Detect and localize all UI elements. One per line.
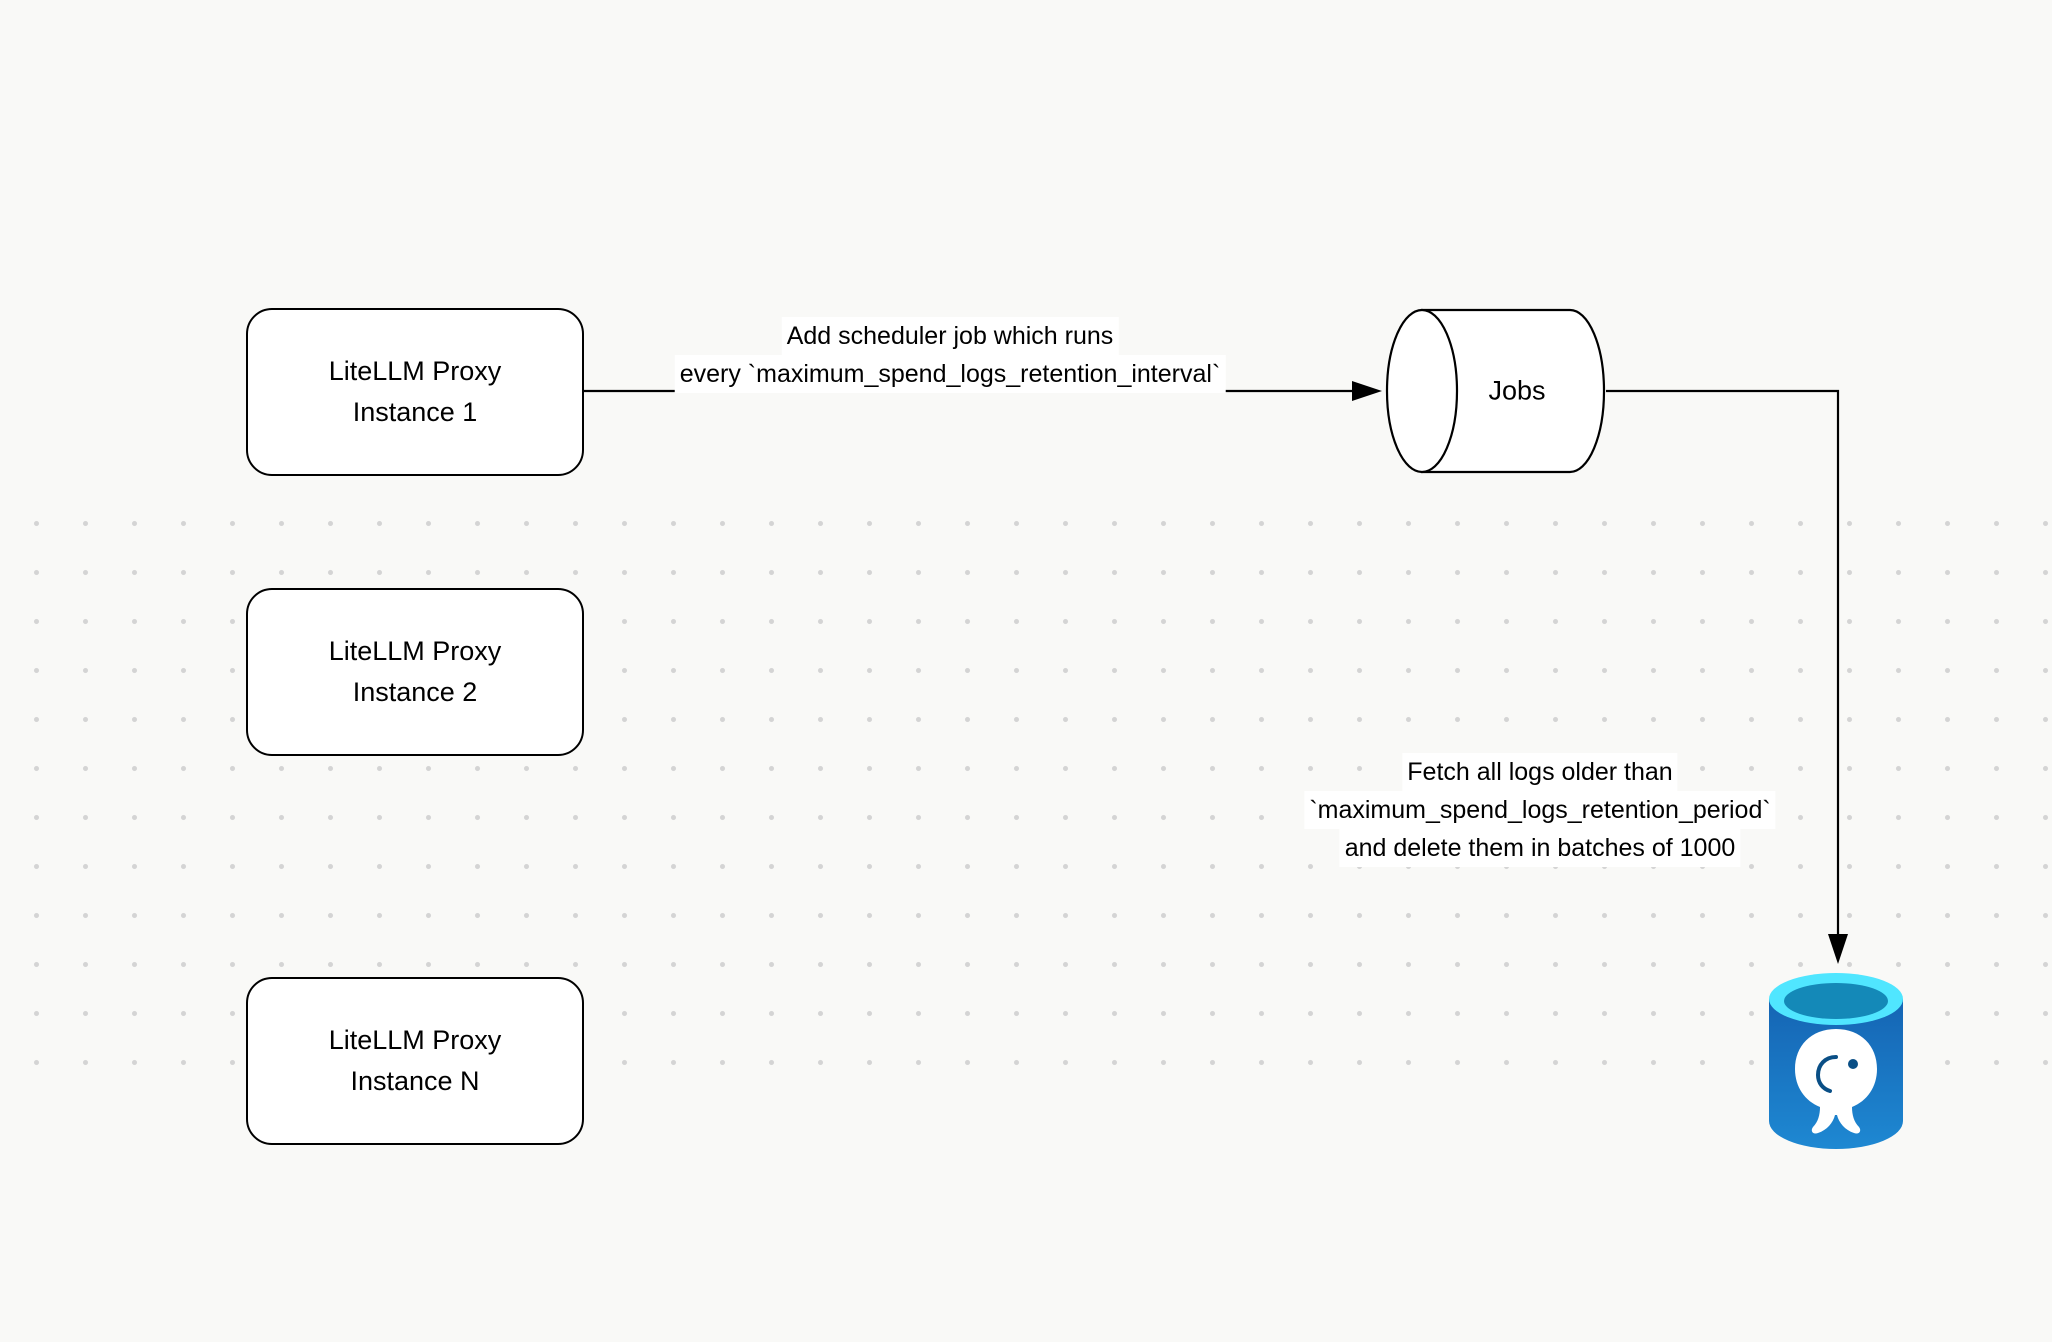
edge-label-line: and delete them in batches of 1000: [1339, 829, 1741, 867]
edge-label-line: every `maximum_spend_logs_retention_inte…: [674, 355, 1226, 393]
elephant-eye: [1848, 1059, 1858, 1069]
edge-label-scheduler: Add scheduler job which runs every `maxi…: [674, 317, 1226, 393]
edge-label-cleanup: Fetch all logs older than `maximum_spend…: [1304, 753, 1776, 867]
node-jobs: Jobs: [1384, 308, 1606, 474]
edge-label-line: Add scheduler job which runs: [781, 317, 1119, 355]
database-cylinder-opening: [1784, 983, 1888, 1019]
node-litellm-proxy-instance-n: LiteLLM Proxy Instance N: [246, 977, 584, 1145]
edge-label-line: `maximum_spend_logs_retention_period`: [1304, 791, 1776, 829]
node-label-line: LiteLLM Proxy: [328, 356, 502, 386]
node-litellm-proxy-instance-1: LiteLLM Proxy Instance 1: [246, 308, 584, 476]
edge-label-line: Fetch all logs older than: [1402, 753, 1678, 791]
node-label-line: Instance 2: [352, 677, 478, 707]
node-label-line: LiteLLM Proxy: [328, 1025, 502, 1055]
jobs-cylinder-cap: [1385, 308, 1459, 474]
jobs-cylinder-shape: [1385, 308, 1606, 474]
jobs-cylinder-body: [1420, 308, 1606, 474]
node-label-line: Instance N: [350, 1066, 480, 1096]
postgresql-elephant-icon: [1795, 1029, 1877, 1134]
arrowhead-into-database: [1828, 934, 1848, 964]
jobs-label: Jobs: [1488, 375, 1546, 406]
postgresql-database-icon: [1769, 973, 1903, 1149]
node-litellm-proxy-instance-2: LiteLLM Proxy Instance 2: [246, 588, 584, 756]
elephant-trunk-line: [1815, 1055, 1838, 1093]
arrowhead-into-jobs: [1352, 381, 1382, 401]
node-label-line: LiteLLM Proxy: [328, 636, 502, 666]
edge-jobs-to-database: [1606, 389, 1840, 934]
node-label-line: Instance 1: [352, 397, 478, 427]
node-postgresql-database: [1765, 969, 1907, 1155]
